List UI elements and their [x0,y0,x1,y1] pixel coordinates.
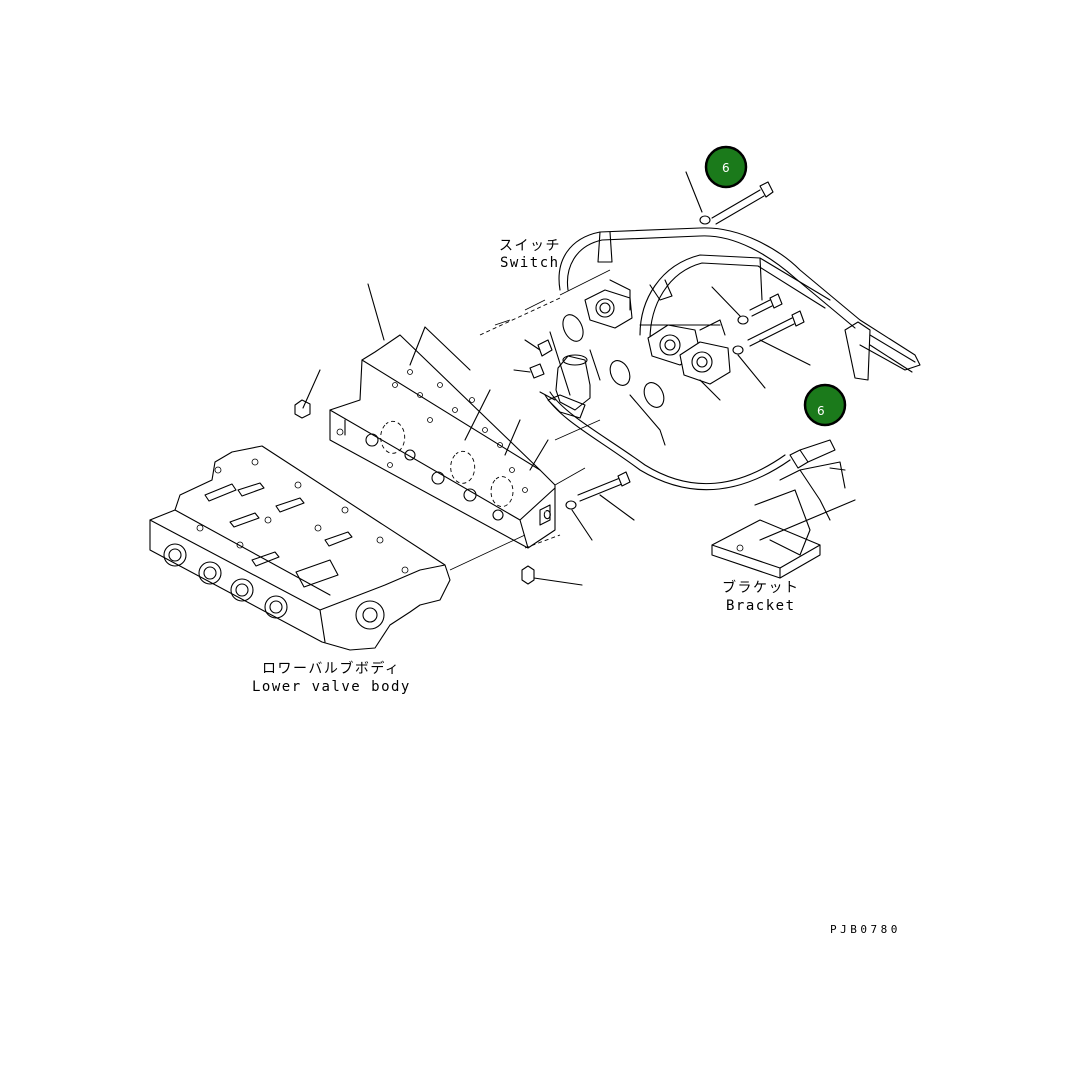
lower-valve-body [149,445,451,651]
bolts-right [565,171,811,541]
leader-lines [367,269,611,571]
plug-left [294,369,321,419]
plug-bottom [521,565,583,586]
drawing-code: PJB0780 [830,923,901,936]
switch-label-en: Switch [500,255,560,271]
o-rings [562,314,666,446]
bracket [711,461,856,579]
switch-assembly [544,227,921,491]
alignment-lines [479,297,561,549]
small-bolts [513,339,553,379]
callout-badge-1[interactable]: 6 [704,145,748,189]
switch-label-jp: スイッチ [499,238,561,254]
solenoid-valve [539,331,591,419]
callout-number-2: 6 [817,404,825,418]
lower-valve-label-en: Lower valve body [252,679,411,695]
lower-valve-label-jp: ロワーバルブボディ [262,660,400,677]
bracket-label-en: Bracket [726,598,796,614]
callout-number-1: 6 [722,161,730,175]
upper-valve-body [329,334,556,549]
callout-badge-2[interactable]: 6 [803,383,847,427]
bracket-label-jp: ブラケット [722,579,800,596]
